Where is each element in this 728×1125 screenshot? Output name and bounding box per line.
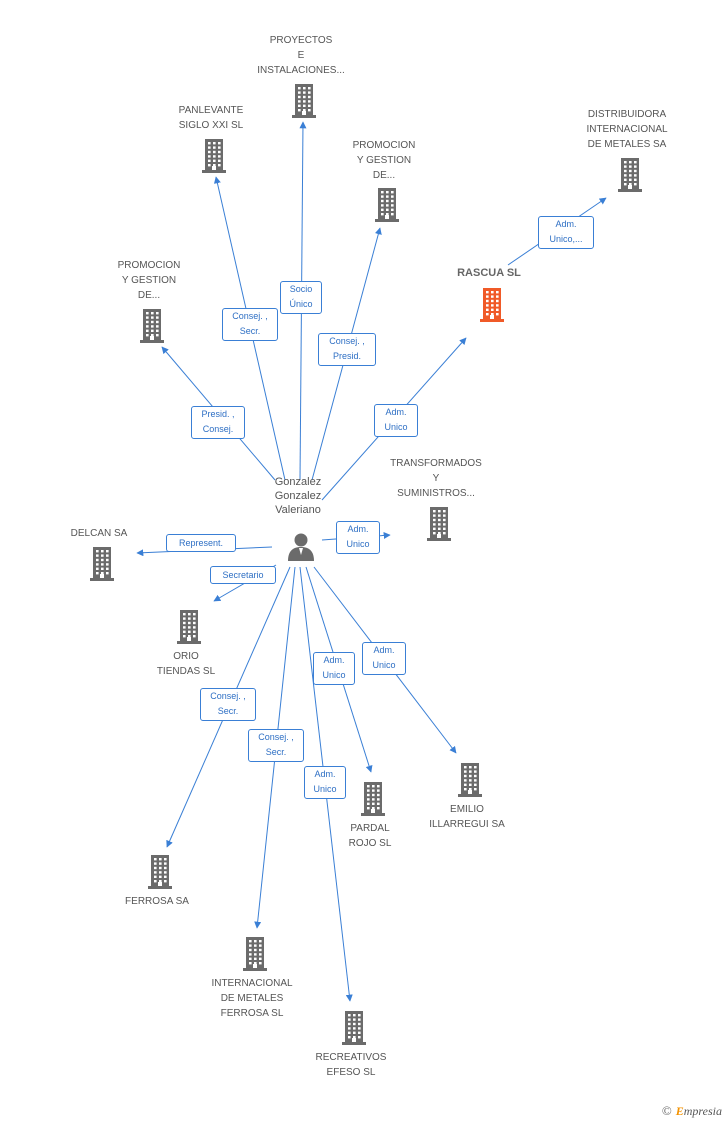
logo-letter: E [675, 1104, 684, 1118]
node-label-proyectos[interactable]: PROYECTOS E INSTALACIONES... [257, 35, 345, 76]
building-icon[interactable] [202, 139, 226, 173]
relation-label-adm-unico[interactable]: Adm. Unico [336, 521, 380, 554]
building-icon[interactable] [427, 507, 451, 541]
node-label-orio[interactable]: ORIO TIENDAS SL [156, 651, 216, 677]
building-icon[interactable] [618, 158, 642, 192]
building-icon[interactable] [243, 937, 267, 971]
node-label-pardal[interactable]: PARDAL ROJO SL [348, 823, 392, 849]
node-label-promocion-top[interactable]: PROMOCION Y GESTION DE... [352, 140, 416, 181]
building-icon[interactable] [292, 84, 316, 118]
node-label-emilio[interactable]: EMILIO ILLARREGUI SA [429, 804, 505, 830]
relation-label-consej-secr[interactable]: Consej. , Secr. [248, 729, 304, 762]
relation-label-adm-unico[interactable]: Adm. Unico [313, 652, 355, 685]
building-icon[interactable] [375, 188, 399, 222]
person-name[interactable]: Gonzalez Gonzalez Valeriano [274, 476, 322, 516]
building-icon[interactable] [177, 610, 201, 644]
node-label-internacional[interactable]: INTERNACIONAL DE METALES FERROSA SL [211, 978, 293, 1019]
relation-label-presid-consej[interactable]: Presid. , Consej. [191, 406, 245, 439]
empresia-logo: ©Empresia [662, 1103, 722, 1119]
person-icon[interactable] [286, 531, 316, 561]
building-icon-highlighted[interactable] [480, 288, 504, 322]
node-label-ferrosa[interactable]: FERROSA SA [125, 896, 189, 907]
copyright-symbol: © [661, 1103, 672, 1118]
relation-label-adm-unico-etc[interactable]: Adm. Unico,... [538, 216, 594, 249]
node-label-recreativos[interactable]: RECREATIVOS EFESO SL [315, 1052, 387, 1078]
relation-label-socio-unico[interactable]: Socio Único [280, 281, 322, 314]
relation-label-secretario[interactable]: Secretario [210, 566, 276, 584]
node-label-rascua[interactable]: RASCUA SL [457, 267, 521, 279]
relation-label-represent[interactable]: Represent. [166, 534, 236, 552]
logo-text: mpresia [683, 1104, 722, 1118]
building-icon[interactable] [361, 782, 385, 816]
node-label-distribuidora[interactable]: DISTRIBUIDORA INTERNACIONAL DE METALES S… [586, 109, 668, 150]
relation-label-adm-unico[interactable]: Adm. Unico [374, 404, 418, 437]
building-icon[interactable] [342, 1011, 366, 1045]
relation-label-consej-presid[interactable]: Consej. , Presid. [318, 333, 376, 366]
building-icon[interactable] [148, 855, 172, 889]
node-label-transformados[interactable]: TRANSFORMADOS Y SUMINISTROS... [390, 458, 482, 499]
building-icon[interactable] [90, 547, 114, 581]
building-icon[interactable] [458, 763, 482, 797]
relation-label-consej-secr[interactable]: Consej. , Secr. [222, 308, 278, 341]
building-icon[interactable] [140, 309, 164, 343]
node-label-delcan[interactable]: DELCAN SA [70, 528, 128, 539]
node-label-promocion-left[interactable]: PROMOCION Y GESTION DE... [117, 260, 181, 301]
node-label-panlevante[interactable]: PANLEVANTE SIGLO XXI SL [178, 105, 244, 131]
relation-label-adm-unico[interactable]: Adm. Unico [304, 766, 346, 799]
relation-label-consej-secr[interactable]: Consej. , Secr. [200, 688, 256, 721]
relation-label-adm-unico[interactable]: Adm. Unico [362, 642, 406, 675]
